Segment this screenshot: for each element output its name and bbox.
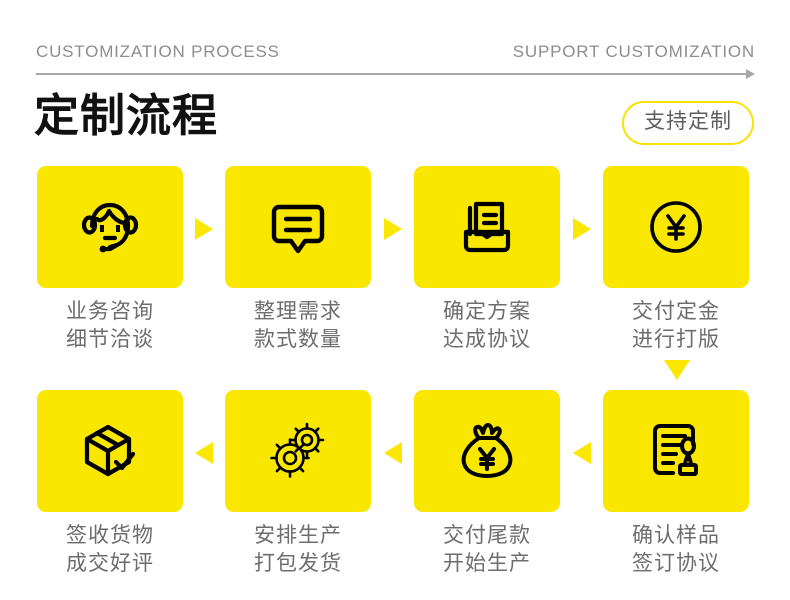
- speech-bubble-lines-icon: [271, 204, 325, 254]
- step-icon-tile: [603, 390, 749, 512]
- process-step[interactable]: 确定方案 达成协议: [414, 166, 560, 354]
- eyebrow-right-label: SUPPORT CUSTOMIZATION: [512, 42, 755, 61]
- process-step[interactable]: 业务咨询 细节洽谈: [37, 166, 183, 354]
- step-caption-line2: 开始生产: [443, 552, 531, 575]
- process-row-bottom: 签收货物 成交好评: [0, 390, 790, 600]
- step-caption: 业务咨询 细节洽谈: [37, 298, 183, 354]
- step-caption-line1: 整理需求: [254, 300, 342, 323]
- step-icon-tile: [37, 390, 183, 512]
- step-caption: 安排生产 打包发货: [225, 522, 371, 578]
- step-icon-tile: [414, 390, 560, 512]
- step-caption-line1: 交付尾款: [443, 524, 531, 547]
- page-title: 定制流程: [34, 90, 219, 141]
- page-header: CUSTOMIZATION PROCESS SUPPORT CUSTOMIZAT…: [36, 42, 755, 79]
- support-customization-badge[interactable]: 支持定制: [622, 101, 754, 145]
- process-step[interactable]: 整理需求 款式数量: [225, 166, 371, 354]
- step-caption-line1: 确定方案: [443, 300, 531, 323]
- step-icon-tile: [37, 166, 183, 288]
- arrow-right-icon: [195, 218, 213, 240]
- step-caption: 确认样品 签订协议: [603, 522, 749, 578]
- document-tray-icon: [463, 201, 511, 253]
- step-caption-line2: 达成协议: [443, 328, 531, 351]
- arrow-left-icon: [573, 442, 591, 464]
- step-caption: 整理需求 款式数量: [225, 298, 371, 354]
- arrow-down-icon: [664, 360, 690, 380]
- gears-icon: [270, 422, 325, 478]
- rule-line: [36, 73, 747, 75]
- money-bag-yen-icon: [461, 423, 513, 478]
- process-step[interactable]: 签收货物 成交好评: [37, 390, 183, 578]
- headset-operator-icon: [81, 202, 139, 253]
- arrow-right-icon: [384, 218, 402, 240]
- step-caption-line1: 安排生产: [254, 524, 342, 547]
- step-caption-line2: 款式数量: [254, 328, 342, 351]
- step-caption-line2: 签订协议: [632, 552, 720, 575]
- eyebrow-left-label: CUSTOMIZATION PROCESS: [36, 42, 280, 61]
- contract-stamp-icon: [653, 424, 698, 476]
- step-caption-line1: 签收货物: [66, 524, 154, 547]
- step-icon-tile: [603, 166, 749, 288]
- step-caption: 确定方案 达成协议: [414, 298, 560, 354]
- process-step[interactable]: 交付尾款 开始生产: [414, 390, 560, 578]
- step-icon-tile: [225, 166, 371, 288]
- step-icon-tile: [225, 390, 371, 512]
- process-step[interactable]: 交付定金 进行打版: [603, 166, 749, 354]
- step-caption-line1: 确认样品: [632, 524, 720, 547]
- arrow-left-icon: [195, 442, 213, 464]
- step-caption: 交付定金 进行打版: [603, 298, 749, 354]
- step-caption-line2: 打包发货: [254, 552, 342, 575]
- process-row-top: 业务咨询 细节洽谈 整理需求 款式数量: [0, 166, 790, 376]
- arrow-right-icon: [573, 218, 591, 240]
- step-caption: 签收货物 成交好评: [37, 522, 183, 578]
- step-caption-line2: 进行打版: [632, 328, 720, 351]
- step-icon-tile: [414, 166, 560, 288]
- step-caption-line2: 成交好评: [66, 552, 154, 575]
- step-caption-line1: 业务咨询: [66, 300, 154, 323]
- step-caption: 交付尾款 开始生产: [414, 522, 560, 578]
- process-step[interactable]: 安排生产 打包发货: [225, 390, 371, 578]
- process-step[interactable]: 确认样品 签订协议: [603, 390, 749, 578]
- arrow-right-icon: [746, 69, 755, 79]
- step-caption-line2: 细节洽谈: [66, 328, 154, 351]
- step-caption-line1: 交付定金: [632, 300, 720, 323]
- package-check-icon: [84, 424, 136, 477]
- header-rule: [36, 69, 755, 79]
- yen-coin-circle-icon: [650, 201, 702, 253]
- arrow-left-icon: [384, 442, 402, 464]
